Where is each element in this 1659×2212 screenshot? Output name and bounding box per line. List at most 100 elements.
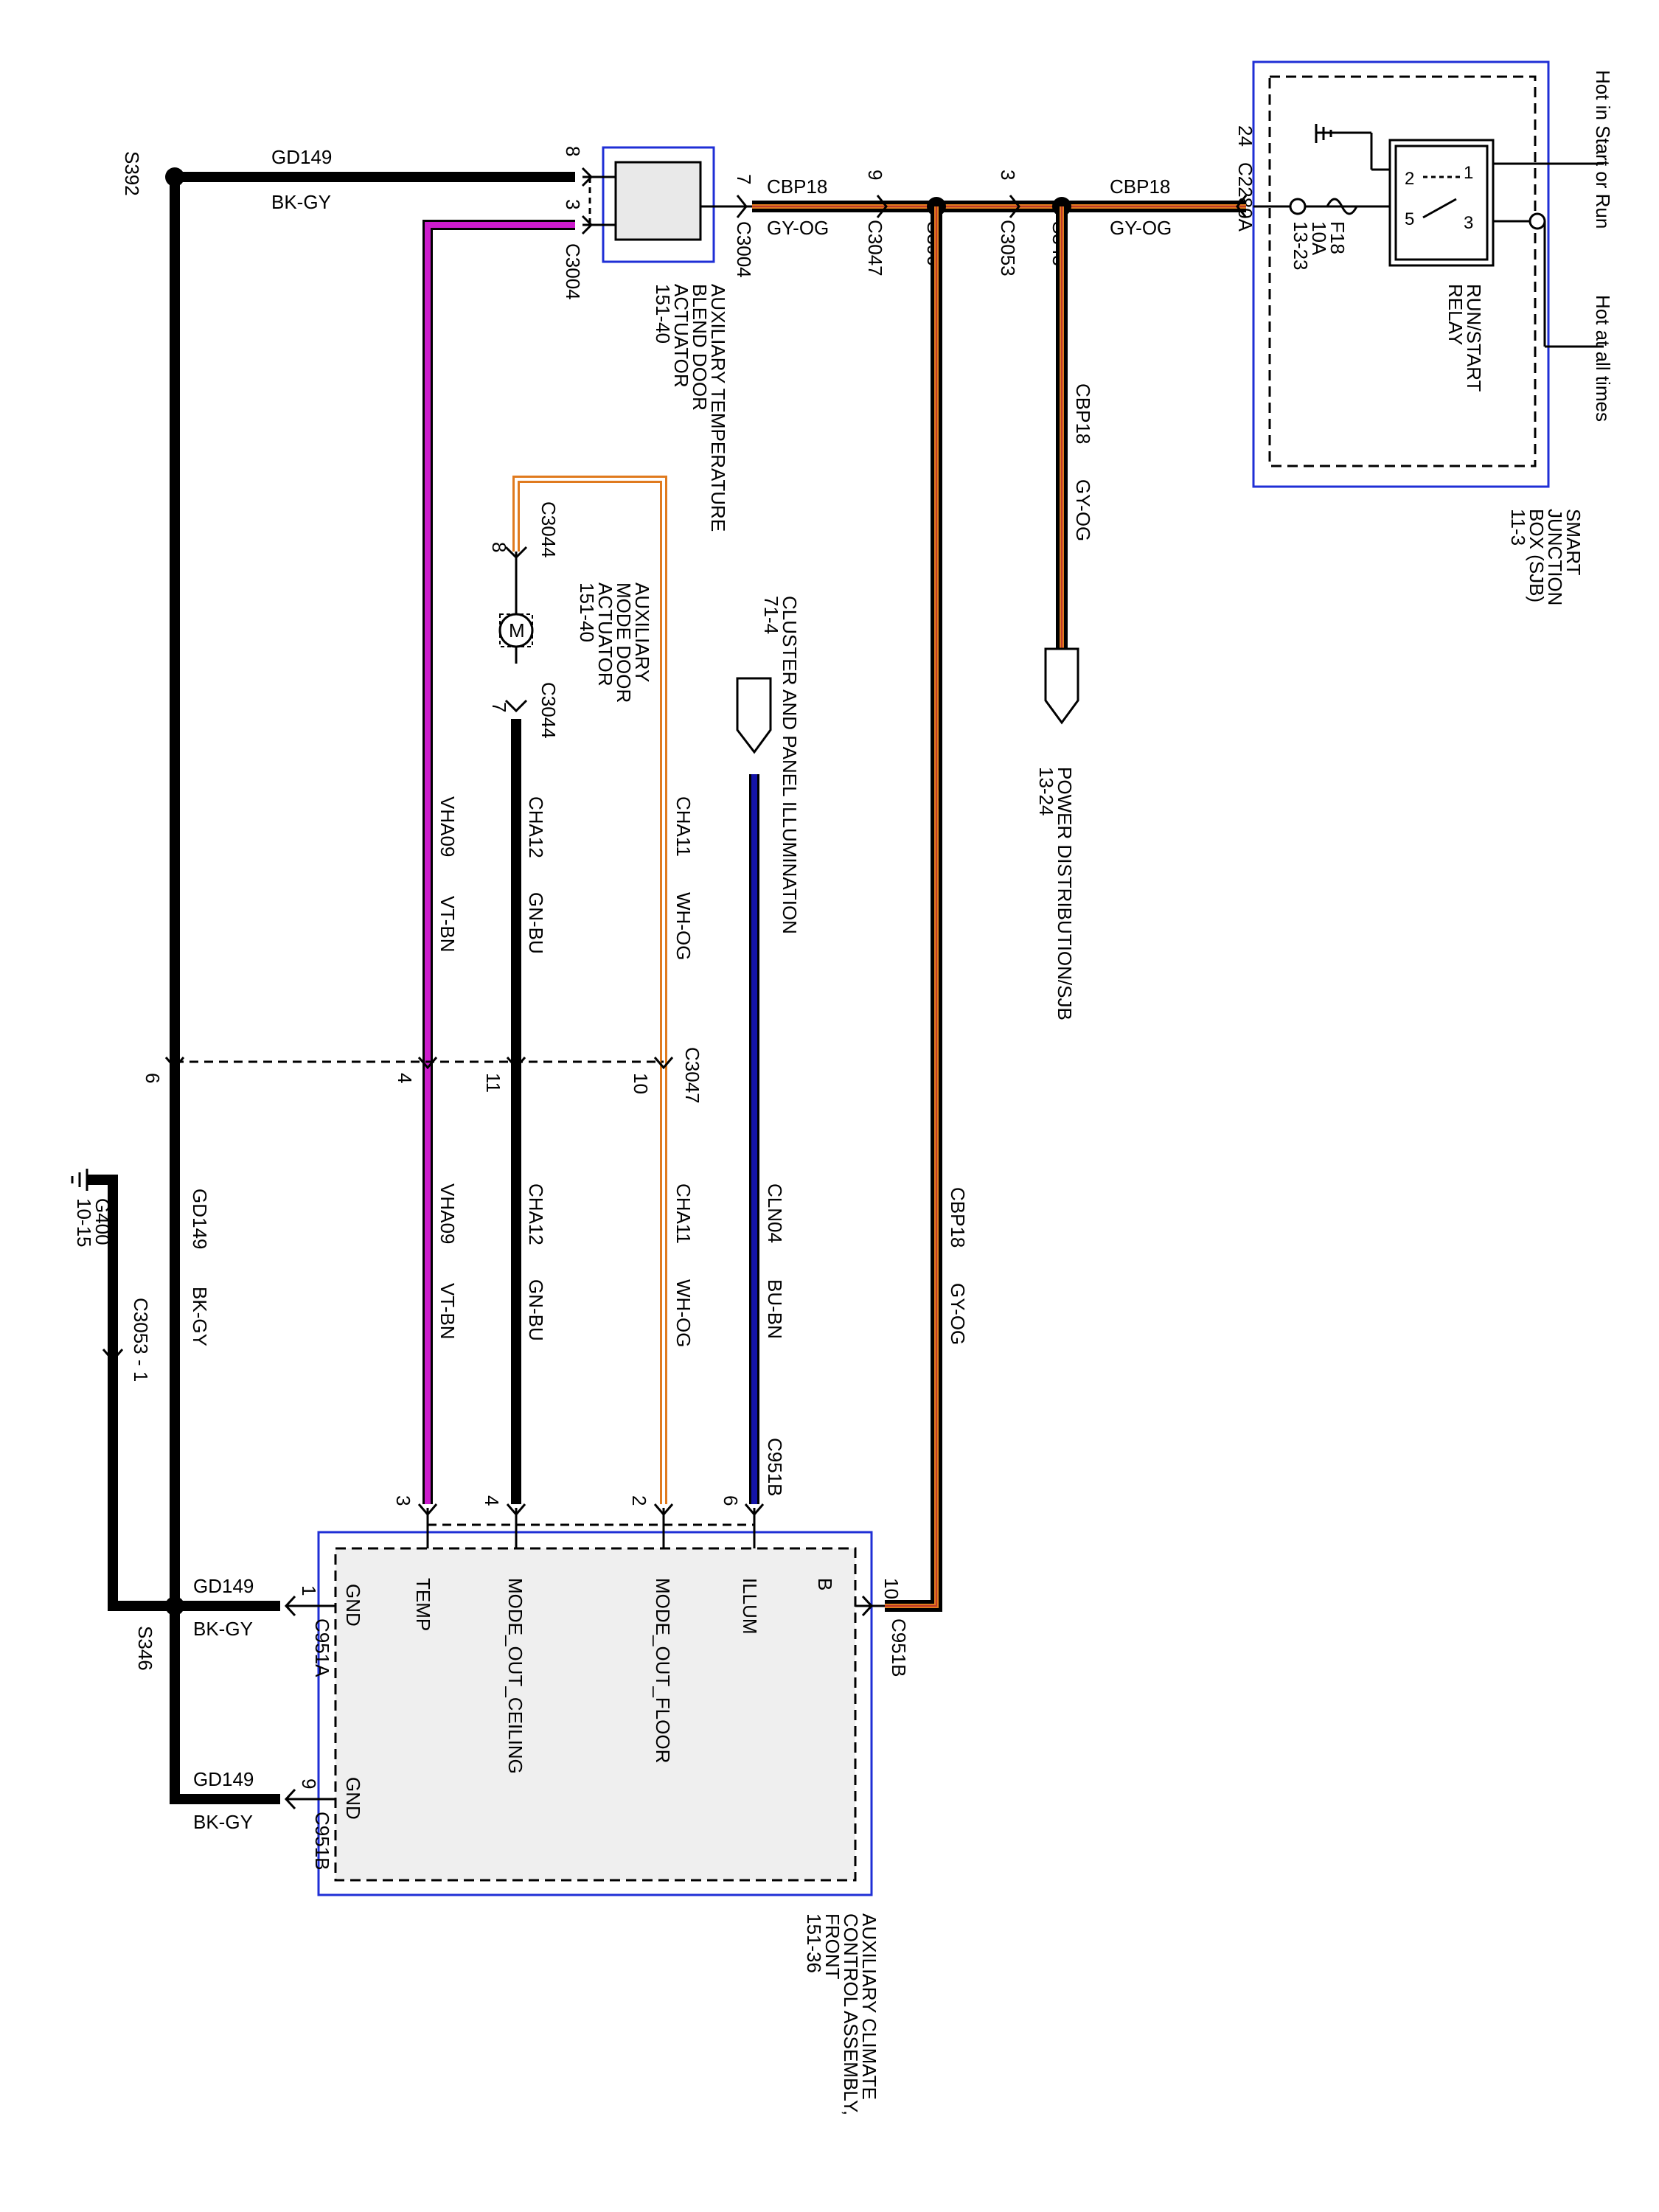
- module-pin3-icon: [417, 1503, 438, 1517]
- wire-label-vha09-a: VHA09: [437, 796, 459, 857]
- c3004-low-connector-icon: [581, 215, 594, 235]
- module-inner: [334, 1547, 857, 1882]
- module-pin4-icon: [506, 1503, 526, 1517]
- module-pin2-icon: [653, 1503, 674, 1517]
- relay-contact: [1422, 198, 1457, 219]
- sjb-label-2: JUNCTION: [1544, 509, 1566, 605]
- sjb-label-1: SMART: [1562, 509, 1585, 576]
- wire-label-bkgy-s346: BK-GY: [193, 1618, 253, 1640]
- cluster-label: CLUSTER AND PANEL ILLUMINATION: [779, 596, 801, 934]
- mode-label-1: AUXILIARY: [631, 582, 653, 682]
- c3047-pin10-icon: [653, 1057, 674, 1070]
- wire-label-cbp18-b: CBP18: [1110, 175, 1170, 198]
- splice-s346-dot: [165, 1596, 184, 1615]
- module-c951b-pin10: C951B: [888, 1618, 910, 1677]
- c3047-connector-icon: [876, 195, 888, 218]
- cln04-c951b: C951B: [764, 1438, 786, 1497]
- wire-label-vtbn-a: VT-BN: [437, 896, 459, 953]
- cbp18-power-dist-wire: CBP18 GY-OG POWER DISTRIBUTION/SJB 13-24: [1035, 206, 1094, 1020]
- blend-label-3: ACTUATOR: [670, 284, 692, 388]
- module-label-4: 151-36: [803, 1913, 825, 1973]
- cbp18-module-wire: CBP18 GY-OG: [885, 206, 969, 1612]
- c3053-connector-icon: [1009, 195, 1020, 218]
- wire-label-cln04: CLN04: [764, 1183, 786, 1243]
- mode-c3044-top: C3044: [538, 501, 560, 558]
- row-pin-6: 6: [142, 1073, 164, 1083]
- power-dist-arrow-icon: [1044, 647, 1079, 725]
- module-pin-3: 3: [392, 1495, 414, 1506]
- wire-label-gnbu-b: GN-BU: [525, 1279, 547, 1341]
- signal-gnd-9: GND: [342, 1777, 364, 1820]
- blend-label-1: AUXILIARY TEMPERATURE: [707, 284, 729, 532]
- c3047-pin6-icon: [164, 1057, 185, 1070]
- module-label-2: CONTROL ASSEMBLY,: [840, 1913, 862, 2115]
- blend-door-actuator: 8 3 C3004 7 C3004 AUXILIARY TEMPERATURE …: [562, 146, 755, 532]
- wire-label-cha12-a: CHA12: [525, 796, 547, 858]
- cha12-wire: CHA12 GN-BU CHA12 GN-BU: [511, 719, 547, 1504]
- blend-pin-3: 3: [562, 199, 584, 209]
- wire-label-bkgy-pin9: BK-GY: [193, 1811, 253, 1833]
- mode-pin-8: 8: [488, 542, 510, 552]
- cluster-arrow-icon: [736, 677, 772, 754]
- wire-label-cha11-a: CHA11: [672, 796, 695, 857]
- blend-label-2: BLEND DOOR: [689, 284, 711, 411]
- sjb-outline: [1252, 60, 1550, 488]
- signal-illum: ILLUM: [739, 1578, 761, 1635]
- row-pin-11: 11: [482, 1073, 504, 1093]
- splice-s392-label: S392: [121, 151, 143, 196]
- c3053-ground-label: C3053 - 1: [130, 1298, 152, 1382]
- blend-pin-7: 7: [733, 174, 755, 184]
- relay-body: [1388, 139, 1495, 267]
- c3044-bottom-connector-icon: [504, 699, 528, 713]
- module-pin-2: 2: [628, 1495, 650, 1506]
- g400-ref: 10-15: [73, 1198, 95, 1248]
- module-pin-4: 4: [481, 1495, 503, 1506]
- signal-temp: TEMP: [412, 1578, 434, 1631]
- cluster-ref: 71-4: [760, 596, 782, 634]
- fuse-terminal-icon: [1289, 198, 1307, 215]
- blend-c3004-top: C3004: [562, 243, 584, 300]
- module-c951a: C951A: [311, 1618, 333, 1677]
- relay-pin-2: 2: [1405, 169, 1414, 189]
- c3004-right-connector-icon: [736, 195, 748, 218]
- mode-pin-7: 7: [488, 702, 510, 712]
- c3044-top-connector-icon: [504, 546, 528, 560]
- wire-label-bkgy-top: BK-GY: [271, 191, 331, 213]
- sjb-label-3: BOX (SJB): [1526, 509, 1548, 602]
- module-pin10-icon: [861, 1595, 874, 1617]
- relay-inner: [1394, 145, 1489, 261]
- splice-s346-label: S346: [134, 1626, 156, 1671]
- wire-label-cbp18-a: CBP18: [767, 175, 827, 198]
- wire-label-gyog-d: GY-OG: [947, 1283, 969, 1345]
- wire-label-gnbu-a: GN-BU: [525, 892, 547, 954]
- c2280a-connector-icon: [1236, 195, 1248, 218]
- g400-ground-icon: [71, 1169, 88, 1191]
- module-label-1: AUXILIARY CLIMATE: [858, 1913, 880, 2100]
- wire-label-vtbn-b: VT-BN: [437, 1283, 459, 1340]
- cha11-wire: CHA11 WH-OG CHA11 WH-OG: [512, 476, 695, 1504]
- c3053-ground-connector-icon: [102, 1349, 124, 1363]
- g400-label: G400: [91, 1198, 114, 1245]
- vha09-wire: VHA09 VT-BN VHA09 VT-BN: [422, 220, 575, 1504]
- wire-label-cbp18-d: CBP18: [947, 1187, 969, 1248]
- module-pin6-icon: [744, 1503, 765, 1517]
- wire-label-gd149-s346: GD149: [193, 1575, 254, 1597]
- c3047-label: C3047: [864, 220, 886, 276]
- terminal-icon: [1528, 212, 1546, 230]
- cbp18-top-wire: CBP18 GY-OG CBP18 GY-OG 9 C3047 3 C3053 …: [752, 170, 1248, 276]
- c3053-pin: 3: [997, 170, 1019, 180]
- module-pin9-icon: [284, 1788, 296, 1810]
- relay-pin-3: 3: [1464, 213, 1473, 233]
- hot-all-times-label: Hot at all times: [1592, 295, 1614, 422]
- ground-icon: [1315, 124, 1371, 143]
- wire-label-bubn: BU-BN: [764, 1279, 786, 1339]
- wire-label-gyog-a: GY-OG: [767, 217, 829, 239]
- motor-label: M: [509, 619, 525, 641]
- wire-label-cha12-b: CHA12: [525, 1183, 547, 1245]
- relay-label-2: RELAY: [1444, 284, 1467, 345]
- module-pin-10: 10: [880, 1578, 902, 1599]
- sjb-label-4: 11-3: [1507, 509, 1529, 546]
- wire-label-cbp18-c: CBP18: [1072, 383, 1094, 444]
- module-outline: [317, 1531, 873, 1896]
